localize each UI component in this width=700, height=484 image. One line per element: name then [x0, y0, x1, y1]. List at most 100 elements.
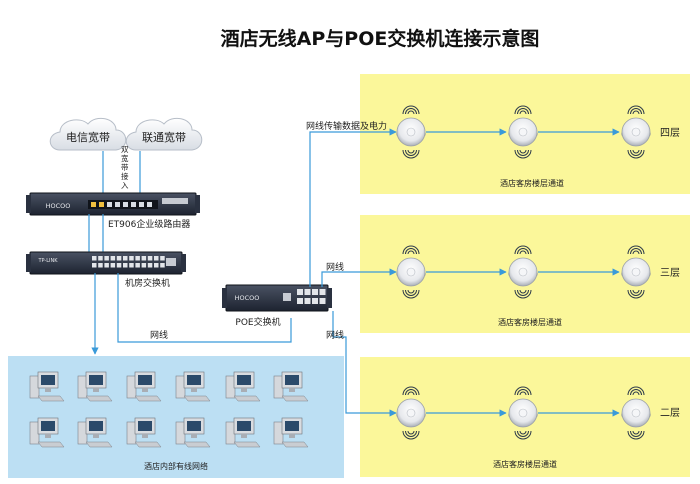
wifi-icon	[405, 430, 417, 437]
switch-port	[160, 256, 165, 261]
switch-port	[98, 256, 103, 261]
wifi-icon	[514, 430, 532, 440]
switch-port	[123, 263, 128, 268]
router-port	[91, 202, 96, 207]
wifi-icon	[407, 110, 415, 115]
cable-poe-floor3	[321, 268, 397, 287]
access-point-icon	[508, 117, 538, 147]
computer-icon	[126, 417, 162, 448]
poe-port	[304, 289, 311, 295]
wifi-icon	[514, 289, 532, 299]
wifi-icon	[627, 386, 645, 396]
switch-port	[110, 263, 116, 268]
wifi-icon	[632, 250, 640, 255]
access-point-icon	[396, 117, 426, 147]
wifi-icon	[627, 289, 645, 299]
wifi-icon	[514, 105, 532, 115]
switch-port	[135, 263, 140, 268]
lan-label: 酒店内部有线网络	[144, 461, 208, 471]
wifi-icon	[402, 386, 420, 396]
switch-port	[123, 256, 128, 261]
net-lan-label: 网线	[150, 329, 168, 341]
wifi-icon	[630, 149, 642, 156]
switch-port	[110, 256, 116, 261]
wifi-icon	[517, 248, 529, 255]
wifi-icon	[517, 289, 529, 296]
floor-4-corridor: 酒店客房楼层通道	[500, 178, 564, 188]
access-point-icon	[396, 398, 426, 428]
switch-port	[129, 256, 134, 261]
poe-switch-brand: HOCOO	[235, 294, 260, 302]
cable-poe-floor4	[309, 128, 397, 287]
wifi-icon	[519, 289, 527, 294]
poe-port	[304, 298, 311, 304]
switch-port	[154, 256, 159, 261]
switch-port	[116, 263, 122, 268]
wifi-icon	[407, 391, 415, 396]
switch-port	[129, 263, 134, 268]
computer-icon	[225, 417, 261, 448]
router-ports	[91, 202, 152, 207]
switch-port	[104, 256, 109, 261]
wifi-icon	[407, 149, 415, 154]
floor-3-corridor: 酒店客房楼层通道	[498, 317, 562, 327]
wifi-icon	[407, 289, 415, 294]
switch-port	[141, 256, 147, 261]
router-port	[147, 202, 152, 207]
switch-port	[135, 256, 140, 261]
wifi-icon	[517, 389, 529, 396]
wifi-icon	[402, 245, 420, 255]
dual-access-label: 双 宽带接入	[121, 145, 131, 190]
floor-aps	[396, 105, 651, 440]
poe-switch-ports	[283, 289, 326, 304]
access-point-icon	[508, 257, 538, 287]
wifi-icon	[517, 108, 529, 115]
switch-port	[92, 263, 97, 268]
switch-port	[116, 256, 122, 261]
router-label: ET906企业级路由器	[108, 218, 190, 230]
floor-2-name: 二层	[660, 407, 680, 419]
router-brand: HOCOO	[46, 202, 71, 210]
wifi-icon	[405, 289, 417, 296]
router-port	[115, 202, 120, 207]
floor-3-name: 三层	[660, 267, 680, 279]
poe-port	[319, 289, 326, 295]
poe-port	[312, 289, 318, 295]
access-point-icon	[621, 257, 651, 287]
switch-port	[141, 263, 147, 268]
wifi-icon	[514, 245, 532, 255]
computer-icon	[175, 417, 211, 448]
computer-icon	[225, 371, 261, 402]
poe-port	[319, 298, 326, 304]
wifi-icon	[632, 391, 640, 396]
wifi-icon	[519, 149, 527, 154]
switch-port	[147, 263, 153, 268]
wifi-icon	[402, 430, 420, 440]
wifi-icon	[632, 110, 640, 115]
computer-icon	[175, 371, 211, 402]
computer-icon	[273, 417, 309, 448]
computer-icon	[29, 371, 65, 402]
wifi-icon	[630, 289, 642, 296]
net3-label: 网线	[326, 261, 344, 273]
wifi-icon	[627, 149, 645, 159]
access-point-icon	[621, 117, 651, 147]
wifi-icon	[519, 110, 527, 115]
router-port	[139, 202, 144, 207]
access-point-icon	[396, 257, 426, 287]
core-switch-label: 机房交换机	[125, 277, 170, 289]
wifi-icon	[519, 391, 527, 396]
switch-port	[98, 263, 103, 268]
computer-icon	[273, 371, 309, 402]
switch-port	[154, 263, 159, 268]
lan-computers	[29, 371, 309, 448]
poe-port	[297, 289, 303, 295]
computer-icon	[29, 417, 65, 448]
wifi-icon	[632, 289, 640, 294]
floor-2-corridor: 酒店客房楼层通道	[493, 459, 557, 469]
wifi-icon	[630, 108, 642, 115]
unicom-cloud	[125, 117, 203, 151]
core-switch-brand: TP-LINK	[37, 258, 58, 264]
wifi-icon	[402, 149, 420, 159]
